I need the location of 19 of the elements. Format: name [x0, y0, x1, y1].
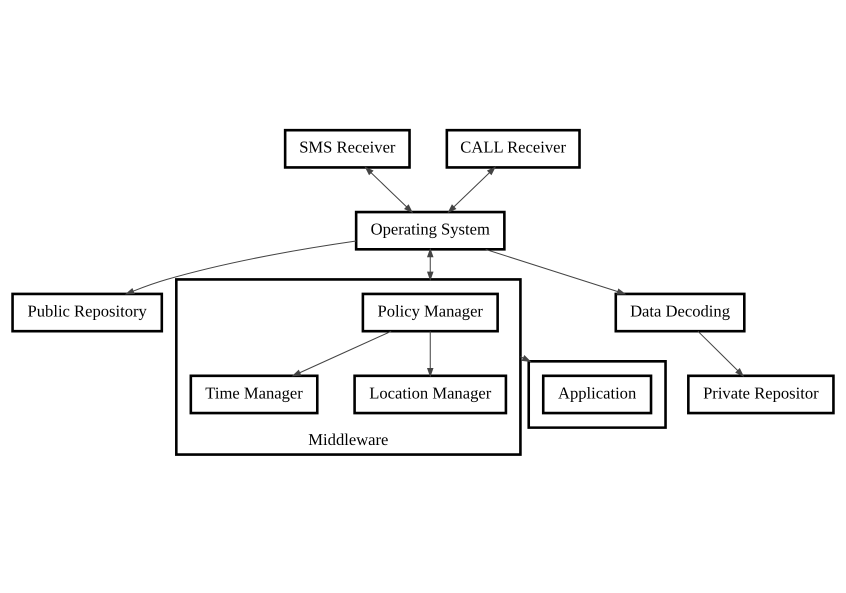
cluster	[527, 360, 667, 429]
arrow	[364, 166, 414, 214]
arrow	[426, 331, 434, 378]
node-box: SMS Receiver	[284, 128, 411, 169]
arrow	[486, 248, 626, 295]
node-box: CALL Receiver	[446, 128, 581, 169]
node-box: Data Decoding	[614, 292, 746, 333]
node-box: Time Manager	[190, 374, 319, 414]
node-box: Public Repository	[11, 292, 164, 333]
arrow	[124, 240, 356, 294]
arrow	[426, 248, 434, 281]
node-box: Application	[542, 374, 652, 414]
node-box: Policy Manager	[362, 292, 499, 333]
arrow	[698, 330, 744, 377]
arrow	[292, 330, 392, 376]
node-box: Operating System	[354, 210, 506, 251]
node-box: Location Manager	[353, 374, 508, 414]
arrow	[447, 166, 496, 214]
node-box: Private Repositor	[687, 374, 835, 414]
